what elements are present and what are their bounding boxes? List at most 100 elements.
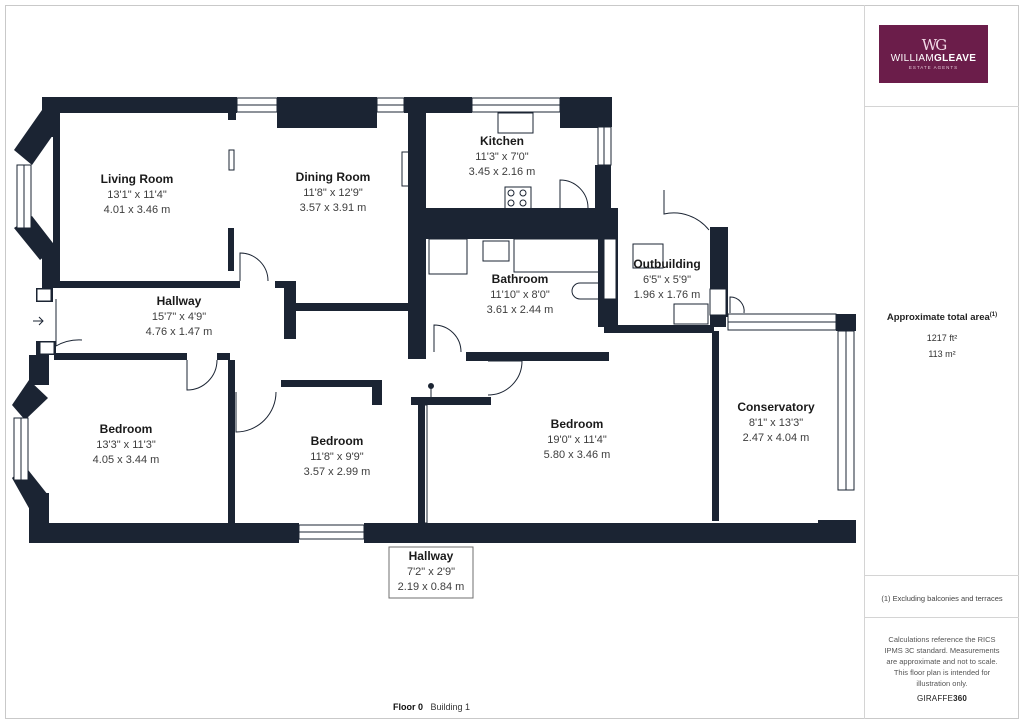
window — [39, 341, 55, 355]
disclaimer: Calculations reference the RICS IPMS 3C … — [884, 635, 1000, 688]
wall-segment — [364, 523, 856, 543]
hallway-label-box — [388, 546, 474, 599]
logo-name-bold: GLEAVE — [934, 52, 977, 64]
wall-segment — [54, 281, 240, 288]
wall-segment — [29, 355, 49, 385]
doors — [55, 151, 745, 524]
hob-ring — [519, 189, 527, 197]
brand-regular: GIRAFFE — [916, 694, 954, 703]
wall-segment — [42, 97, 237, 113]
bay-wall — [14, 110, 60, 165]
divider — [865, 106, 1019, 107]
room-name: Kitchen — [480, 134, 524, 148]
hob-ring — [519, 199, 527, 207]
room-name: Outbuilding — [633, 257, 700, 271]
wall-segment — [836, 314, 856, 331]
footnote: (1) Excluding balconies and terraces — [881, 594, 1003, 603]
room-size-imperial: 13'3" x 11'3" — [96, 439, 156, 451]
room-size-imperial: 8'1" x 13'3" — [749, 417, 803, 429]
room-name: Dining Room — [296, 170, 371, 184]
divider — [865, 575, 1019, 576]
door-panel — [401, 151, 415, 187]
door-swing — [487, 360, 523, 396]
room-name: Bathroom — [492, 272, 549, 286]
door-swing — [559, 179, 589, 209]
walls — [12, 97, 856, 543]
door-swing — [663, 190, 710, 231]
floor-caption: Floor 0 Building 1 — [393, 702, 470, 712]
page-frame — [5, 5, 1019, 719]
room-size-metric: 4.76 x 1.47 m — [146, 326, 213, 338]
brand-bold: 360 — [953, 694, 968, 703]
room-label: Hallway 15'7" x 4'9" 4.76 x 1.47 m — [146, 294, 213, 338]
wall-segment — [217, 353, 230, 360]
hob-ring — [507, 189, 515, 197]
area-title-note: (1) — [989, 312, 998, 318]
room-size-imperial: 11'8" x 9'9" — [310, 451, 363, 463]
room-name: Bedroom — [311, 434, 364, 448]
wall-segment — [466, 352, 609, 361]
room-size-imperial: 7'2" x 2'9" — [407, 566, 455, 578]
logo-name: WILLIAMGLEAVE — [891, 53, 976, 65]
room-label: Conservatory 8'1" x 13'3" 2.47 x 4.04 m — [737, 400, 815, 444]
room-size-imperial: 19'0" x 11'4" — [547, 434, 607, 446]
agent-logo: WG WILLIAMGLEAVE ESTATE AGENTS — [879, 25, 988, 83]
room-label: Bedroom 13'3" x 11'3" 4.05 x 3.44 m — [93, 422, 160, 466]
door-panel — [713, 334, 719, 486]
room-size-metric: 3.61 x 2.44 m — [487, 304, 554, 316]
wall-segment — [284, 283, 296, 339]
wall-segment — [228, 360, 235, 527]
wall-segment — [228, 105, 236, 120]
room-name: Hallway — [157, 294, 202, 308]
radiator — [228, 149, 235, 171]
wall-segment — [372, 380, 382, 405]
wall-segment — [712, 331, 719, 521]
door-panel — [421, 404, 428, 524]
toilet — [571, 282, 604, 300]
door-swing — [235, 391, 277, 433]
logo-subtitle: ESTATE AGENTS — [908, 64, 959, 70]
room-size-metric: 3.57 x 2.99 m — [304, 466, 371, 478]
outbuilding-fixture — [632, 243, 664, 269]
wall-segment — [29, 523, 299, 543]
windows — [13, 97, 855, 540]
door-swing — [55, 299, 83, 347]
room-size-imperial: 15'7" x 4'9" — [152, 311, 206, 323]
wall-segment — [42, 247, 56, 288]
room-name: Bedroom — [100, 422, 153, 436]
room-size-metric: 2.19 x 0.84 m — [398, 581, 465, 593]
entrance-arrow — [33, 316, 44, 326]
wall-segment — [281, 380, 382, 387]
divider — [865, 617, 1019, 618]
bay-wall — [12, 380, 48, 420]
wall-segment — [54, 353, 187, 360]
door-swing — [186, 359, 218, 391]
window — [709, 288, 727, 316]
wall-segment — [411, 397, 491, 405]
area-sqm: 113 m² — [928, 349, 956, 359]
wall-segment — [408, 208, 618, 239]
room-size-metric: 3.57 x 3.91 m — [300, 202, 367, 214]
room-size-metric: 4.05 x 3.44 m — [93, 454, 160, 466]
room-name: Conservatory — [737, 400, 815, 414]
room-size-metric: 2.47 x 4.04 m — [743, 432, 810, 444]
area-sqft: 1217 ft² — [926, 333, 958, 343]
wall-segment — [710, 315, 726, 327]
room-size-imperial: 11'10" x 8'0" — [490, 289, 550, 301]
door-swing — [433, 324, 462, 353]
door-swing — [239, 252, 269, 282]
wall-segment — [595, 165, 611, 212]
floor-label: Floor 0 — [393, 702, 424, 712]
room-size-metric: 3.45 x 2.16 m — [469, 166, 536, 178]
room-label: Bedroom 11'8" x 9'9" 3.57 x 2.99 m — [304, 434, 371, 478]
room-name: Living Room — [101, 172, 174, 186]
shower-tray — [428, 238, 468, 275]
bathtub — [513, 238, 600, 273]
room-size-imperial: 6'5" x 5'9" — [643, 274, 691, 286]
area-title: Approximate total area(1) — [865, 312, 1019, 323]
